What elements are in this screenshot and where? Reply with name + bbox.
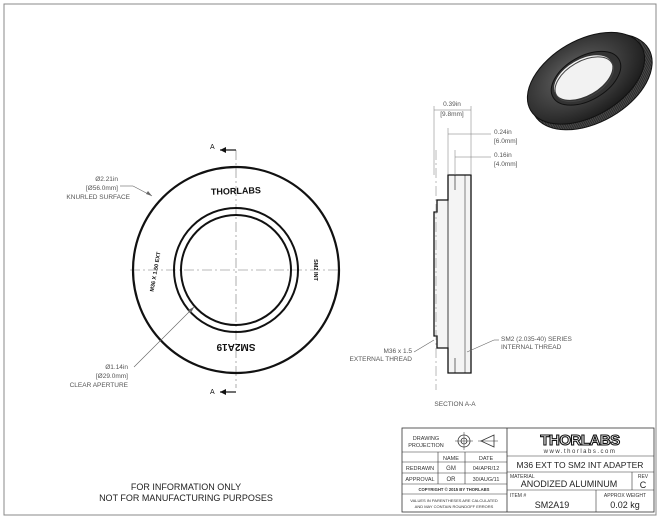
svg-text:[Ø29.0mm]: [Ø29.0mm] bbox=[96, 373, 128, 380]
svg-text:KNURLED SURFACE: KNURLED SURFACE bbox=[66, 194, 130, 201]
section-marker-bottom: A bbox=[210, 389, 236, 396]
svg-text:[4.0mm]: [4.0mm] bbox=[494, 161, 518, 168]
engrave-top: THORLABS bbox=[211, 185, 261, 197]
mid-width-dimension: 0.24in [6.0mm] bbox=[447, 128, 518, 175]
svg-text:[6.0mm]: [6.0mm] bbox=[494, 138, 518, 145]
svg-text:Ø2.21in: Ø2.21in bbox=[95, 176, 118, 183]
svg-text:A: A bbox=[210, 389, 215, 396]
svg-text:EXTERNAL THREAD: EXTERNAL THREAD bbox=[350, 356, 413, 363]
col-date-header: DATE bbox=[479, 456, 494, 462]
svg-text:M36 x 1.5: M36 x 1.5 bbox=[383, 348, 412, 355]
svg-text:0.24in: 0.24in bbox=[494, 129, 512, 136]
material-label: MATERIAL bbox=[510, 474, 535, 480]
item-value: SM2A19 bbox=[535, 500, 570, 510]
note-line-1: FOR INFORMATION ONLY bbox=[131, 482, 241, 492]
rev-label: REV bbox=[638, 474, 649, 480]
svg-text:[Ø56.0mm]: [Ø56.0mm] bbox=[86, 185, 118, 192]
row-name: GM bbox=[446, 466, 456, 472]
website: www.thorlabs.com bbox=[543, 449, 617, 455]
svg-text:[9.8mm]: [9.8mm] bbox=[440, 111, 464, 118]
outer-circle bbox=[131, 165, 341, 375]
note-line-2: NOT FOR MANUFACTURING PURPOSES bbox=[99, 493, 273, 503]
svg-text:Ø1.14in: Ø1.14in bbox=[105, 364, 128, 371]
svg-text:A: A bbox=[210, 144, 215, 151]
weight-label: APPROX WEIGHT bbox=[604, 493, 646, 499]
drawing-title: M36 EXT TO SM2 INT ADAPTER bbox=[517, 460, 644, 470]
total-width-dimension: 0.39in [9.8mm] bbox=[433, 101, 472, 175]
row-name: OR bbox=[447, 477, 457, 483]
front-view: THORLABS SM2A19 M36 X 1.50 EXT SM2 INT A… bbox=[66, 144, 341, 396]
sm2-thread-callout: SM2 (2.035-40) SERIES INTERNAL THREAD bbox=[466, 336, 572, 353]
svg-text:INTERNAL THREAD: INTERNAL THREAD bbox=[501, 344, 562, 351]
section-label: SECTION A-A bbox=[434, 401, 476, 408]
inner-diameter-dimension: Ø1.14in [Ø29.0mm] CLEAR APERTURE bbox=[70, 306, 195, 389]
weight-value: 0.02 kg bbox=[610, 500, 640, 510]
aperture-circle bbox=[180, 214, 292, 326]
m36-thread-callout: M36 x 1.5 EXTERNAL THREAD bbox=[350, 339, 435, 363]
engrave-right: SM2 INT bbox=[312, 259, 318, 281]
title-block: DRAWING PROJECTION NAME DATE REDRAWN GM … bbox=[401, 427, 655, 513]
adapter-3d-render bbox=[526, 31, 653, 131]
outer-diameter-dimension: Ø2.21in [Ø56.0mm] KNURLED SURFACE bbox=[66, 176, 153, 201]
third-angle-projection-icon bbox=[455, 432, 498, 450]
col-name-header: NAME bbox=[443, 456, 459, 462]
copyright: COPYRIGHT © 2015 BY THORLABS bbox=[419, 487, 490, 492]
small-width-dimension: 0.16in [4.0mm] bbox=[454, 150, 518, 175]
section-view: 0.39in [9.8mm] 0.24in [6.0mm] 0.16in [4.… bbox=[350, 101, 573, 408]
item-label: ITEM # bbox=[510, 493, 526, 499]
row-label: REDRAWN bbox=[406, 466, 434, 472]
svg-text:CLEAR APERTURE: CLEAR APERTURE bbox=[70, 382, 129, 389]
row-date: 30/AUG/11 bbox=[473, 477, 500, 483]
section-profile bbox=[433, 174, 472, 374]
disclaimer-line-2: AND MAY CONTAIN ROUNDOFF ERRORS bbox=[415, 504, 494, 509]
material-value: ANODIZED ALUMINUM bbox=[521, 479, 618, 489]
thorlabs-logo: THORLABS bbox=[540, 432, 620, 449]
section-marker-top: A bbox=[210, 144, 236, 153]
engrave-bottom: SM2A19 bbox=[216, 341, 255, 352]
svg-text:SM2 (2.035-40) SERIES: SM2 (2.035-40) SERIES bbox=[501, 336, 572, 343]
row-date: 04/APR/12 bbox=[473, 466, 500, 472]
projection-label: DRAWING bbox=[413, 436, 439, 442]
engrave-left: M36 X 1.50 EXT bbox=[150, 251, 163, 292]
row-label: APPROVAL bbox=[405, 477, 434, 483]
svg-text:0.39in: 0.39in bbox=[443, 101, 461, 108]
sheet-border bbox=[3, 3, 657, 516]
svg-text:0.16in: 0.16in bbox=[494, 152, 512, 159]
projection-label-2: PROJECTION bbox=[408, 443, 443, 449]
step-circle bbox=[173, 207, 299, 333]
disclaimer-line-1: VALUES IN PARENTHESES ARE CALCULATED bbox=[410, 498, 498, 503]
rev-value: C bbox=[640, 480, 647, 490]
